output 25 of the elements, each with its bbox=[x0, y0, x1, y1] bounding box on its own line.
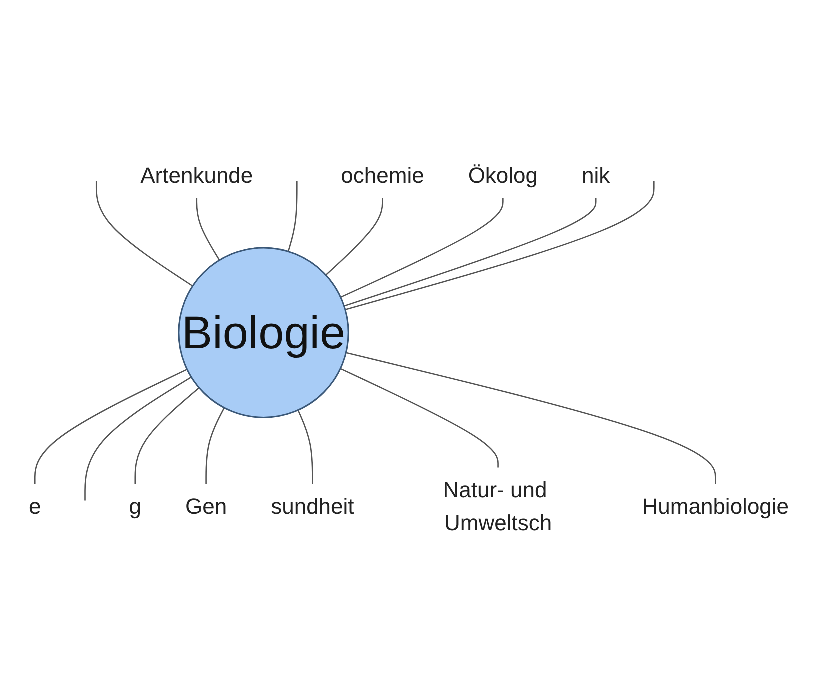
node-text: nik bbox=[582, 163, 611, 188]
node-circle: Biologie bbox=[178, 247, 350, 419]
connector bbox=[340, 368, 500, 468]
connector bbox=[135, 388, 200, 484]
node-text: g bbox=[130, 494, 142, 520]
node-text: sundheit bbox=[272, 494, 355, 520]
node-text: Gen bbox=[186, 494, 228, 520]
connector bbox=[298, 410, 314, 484]
node-text: e bbox=[29, 494, 42, 520]
connector bbox=[326, 198, 384, 276]
connector bbox=[346, 182, 656, 311]
connector bbox=[341, 198, 504, 298]
node-text: Ökolog bbox=[468, 163, 539, 188]
node-text: Humanbiologie bbox=[642, 494, 790, 520]
connector bbox=[85, 376, 192, 501]
connector bbox=[206, 408, 226, 484]
connector bbox=[96, 182, 194, 287]
connector bbox=[346, 352, 717, 484]
connector bbox=[196, 198, 221, 261]
node-text: Artenkunde bbox=[141, 163, 254, 188]
node-text: ochemie bbox=[342, 163, 425, 188]
node-text: Natur- und Umweltsch bbox=[444, 478, 553, 536]
connector bbox=[288, 182, 298, 252]
connector bbox=[34, 369, 188, 484]
connector bbox=[344, 198, 598, 307]
